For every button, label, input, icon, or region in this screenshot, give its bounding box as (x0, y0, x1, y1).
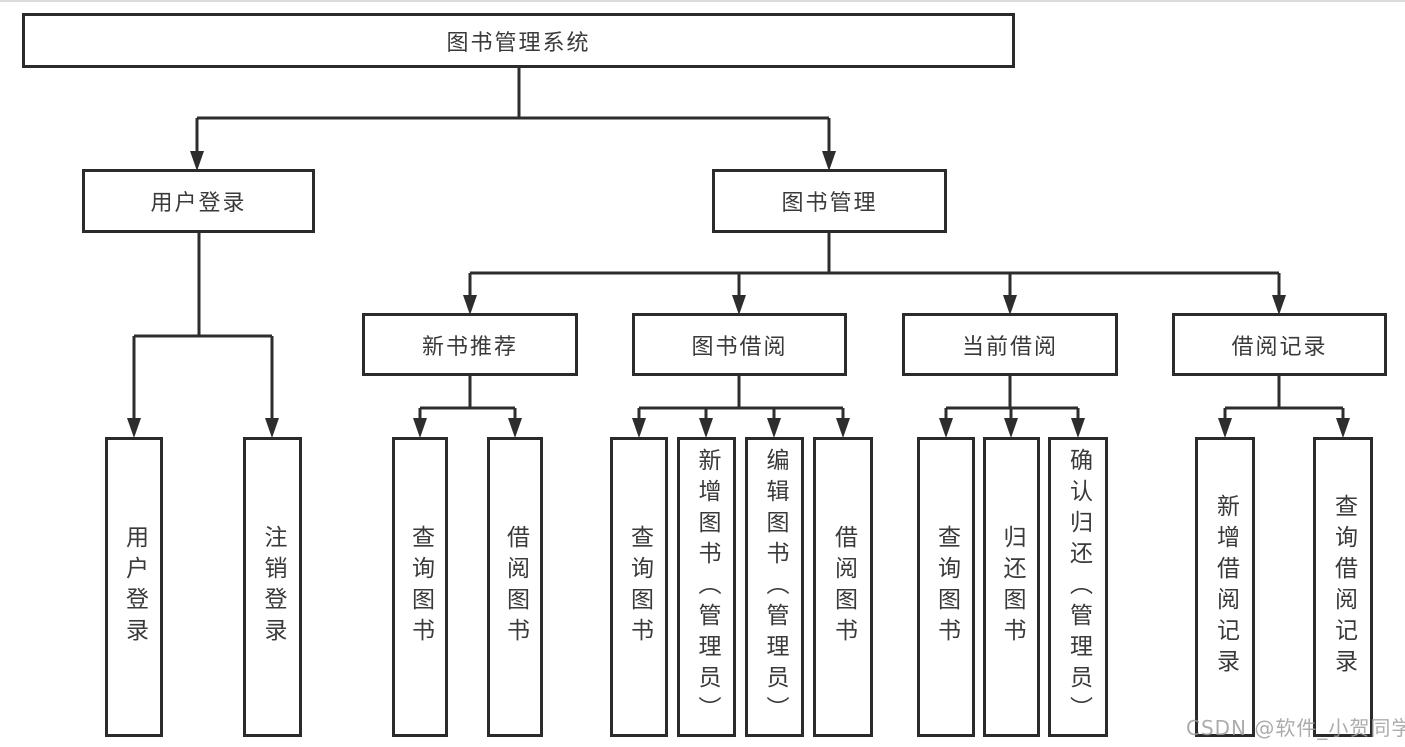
node-book-management-label: 图书管理 (781, 191, 878, 216)
leaf-user-login-label: 用户登录 (121, 525, 148, 649)
leaf-query-borrow-record: 查询借阅记录 (1313, 437, 1373, 737)
leaf-add-borrow-record-label: 新增借阅记录 (1212, 494, 1239, 680)
leaf-add-books-admin-label: 新增图书（管理员） (694, 447, 720, 727)
leaf-confirm-return-admin-label: 确认归还（管理员） (1065, 447, 1092, 727)
csdn-watermark: CSDN @软件_小贺同学 (1186, 716, 1405, 740)
node-user-login-label: 用户登录 (150, 191, 247, 216)
leaf-query-books-borrow: 查询图书 (610, 437, 668, 737)
leaf-query-books-recommend-label: 查询图书 (407, 525, 434, 649)
leaf-borrow-books-borrow: 借阅图书 (813, 437, 873, 737)
leaf-edit-books-admin: 编辑图书（管理员） (745, 437, 804, 737)
leaf-add-borrow-record: 新增借阅记录 (1195, 437, 1255, 737)
leaf-logout: 注销登录 (243, 437, 302, 737)
node-root-system: 图书管理系统 (22, 13, 1015, 68)
leaf-edit-books-admin-label: 编辑图书（管理员） (762, 447, 788, 727)
node-user-login: 用户登录 (82, 169, 315, 233)
node-book-management: 图书管理 (712, 169, 947, 233)
node-borrow-records: 借阅记录 (1172, 313, 1387, 376)
top-edge-rule (0, 0, 1405, 2)
node-book-borrow-label: 图书借阅 (691, 334, 788, 360)
leaf-return-books-label: 归还图书 (999, 525, 1025, 649)
leaf-borrow-books-recommend-label: 借阅图书 (502, 525, 529, 649)
node-new-book-recommend-label: 新书推荐 (421, 334, 518, 360)
leaf-query-borrow-record-label: 查询借阅记录 (1330, 494, 1357, 680)
leaf-return-books: 归还图书 (983, 437, 1040, 737)
node-new-book-recommend: 新书推荐 (362, 313, 578, 376)
leaf-query-books-current: 查询图书 (917, 437, 975, 737)
leaf-borrow-books-recommend: 借阅图书 (487, 437, 543, 737)
leaf-user-login: 用户登录 (105, 437, 163, 737)
leaf-query-books-recommend: 查询图书 (392, 437, 448, 737)
leaf-confirm-return-admin: 确认归还（管理员） (1048, 437, 1108, 737)
leaf-query-books-borrow-label: 查询图书 (626, 525, 653, 649)
leaf-query-books-current-label: 查询图书 (933, 525, 960, 649)
node-current-borrow-label: 当前借阅 (961, 334, 1058, 360)
node-current-borrow: 当前借阅 (902, 313, 1118, 376)
leaf-logout-label: 注销登录 (260, 525, 286, 649)
leaf-add-books-admin: 新增图书（管理员） (677, 437, 736, 737)
node-root-label: 图书管理系统 (446, 30, 591, 56)
node-book-borrow: 图书借阅 (632, 313, 847, 376)
node-borrow-records-label: 借阅记录 (1231, 334, 1328, 360)
arrowheads (127, 151, 1350, 438)
leaf-borrow-books-borrow-label: 借阅图书 (830, 525, 857, 649)
